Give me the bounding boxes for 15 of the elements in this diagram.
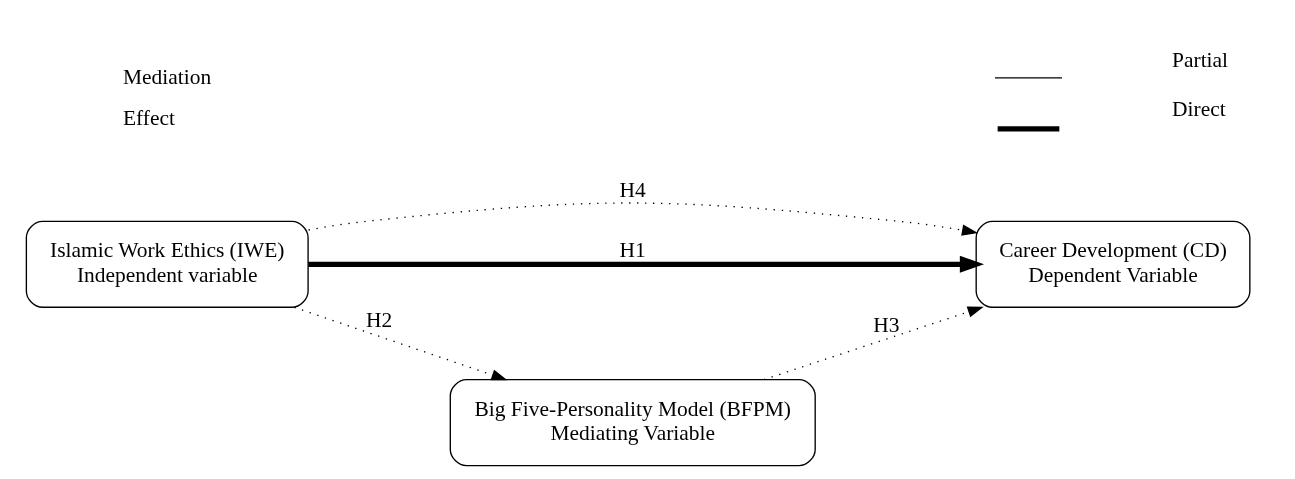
legend-label: Partial — [1172, 47, 1229, 72]
arrow — [293, 306, 508, 381]
arrow — [763, 306, 984, 381]
arrow — [307, 202, 979, 236]
arrow — [308, 255, 985, 273]
edge-label: H1 — [619, 238, 646, 263]
label: Effect — [122, 105, 175, 130]
edge-label: H3 — [873, 313, 900, 338]
legend-label: Direct — [1172, 97, 1226, 122]
edge-label: H2 — [366, 308, 393, 333]
node-box: Islamic Work Ethics (IWE) Independent variable — [25, 220, 309, 308]
edge-label: H4 — [619, 177, 646, 202]
node-box: Big Five-Personality Model (BFPM) Mediating Variable — [449, 379, 816, 467]
node-box: Career Development (CD) Dependent Variable — [975, 220, 1251, 308]
label: Mediation — [122, 65, 212, 90]
